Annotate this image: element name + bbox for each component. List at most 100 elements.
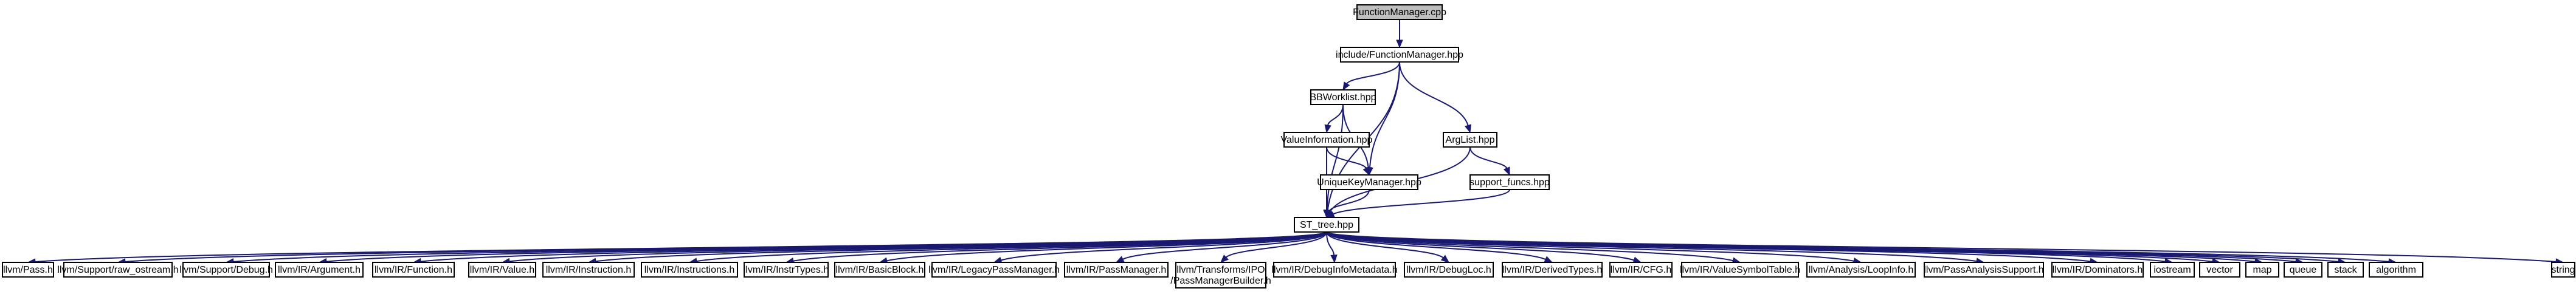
node-label: llvm/IR/DerivedTypes.h <box>1502 265 1603 275</box>
edge-fmh-to-bbw <box>1342 61 1400 91</box>
node-box <box>372 262 455 278</box>
node-box <box>1681 262 1799 278</box>
node-box <box>1320 174 1418 190</box>
node-llvm-ir-value-h[interactable]: llvm/IR/Value.h <box>468 262 536 278</box>
node-box <box>2199 262 2240 278</box>
edge-line <box>1326 231 1546 260</box>
node-label: llvm/IR/Instruction.h <box>546 265 631 275</box>
edge-line <box>1346 61 1400 84</box>
edges-layer <box>27 19 2564 265</box>
node-label: llvm/Pass.h <box>3 265 53 275</box>
node-label: llvm/IR/CFG.h <box>1611 265 1671 275</box>
node-box <box>2327 262 2364 278</box>
node-label: llvm/IR/ValueSymbolTable.h <box>1680 265 1800 275</box>
node-label: llvm/IR/LegacyPassManager.h <box>928 265 1060 275</box>
node-llvm-analysis-loopinfo-h[interactable]: llvm/Analysis/LoopInfo.h <box>1806 262 1916 278</box>
edge-st-to-l22 <box>1326 231 2221 265</box>
node-llvm-ir-valuesymboltable-h[interactable]: llvm/IR/ValueSymbolTable.h <box>1680 262 1800 278</box>
node-llvm-ir-instrtypes-h[interactable]: llvm/IR/InstrTypes.h <box>744 262 829 278</box>
node-valueinformation-hpp[interactable]: ValueInformation.hpp <box>1281 132 1373 148</box>
node-include-functionmanager-hpp[interactable]: include/FunctionManager.hpp <box>1336 47 1463 63</box>
node-box <box>2051 262 2144 278</box>
node-box <box>1273 262 1396 278</box>
node-box <box>2245 262 2279 278</box>
node-iostream[interactable]: iostream <box>2150 262 2195 278</box>
node-llvm-ir-debuginfometadata-h[interactable]: llvm/IR/DebugInfoMetadata.h <box>1271 262 1398 278</box>
node-llvm-ir-function-h[interactable]: llvm/IR/Function.h <box>372 262 455 278</box>
edge-line <box>1327 104 1344 126</box>
node-llvm-ir-argument-h[interactable]: llvm/IR/Argument.h <box>275 262 364 278</box>
edge-line <box>1326 231 2557 263</box>
node-box <box>1924 262 2044 278</box>
edge-fmh-to-arg <box>1399 61 1471 134</box>
node-llvm-ir-dominators-h[interactable]: llvm/IR/Dominators.h <box>2051 262 2144 278</box>
edge-vinfo-to-ukm <box>1326 146 1370 176</box>
arrow-head <box>1396 39 1403 49</box>
arrow-head <box>1503 166 1510 176</box>
node-string[interactable]: string <box>2551 262 2575 278</box>
node-label: llvm/IR/Argument.h <box>278 265 361 275</box>
node-arglist-hpp[interactable]: ArgList.hpp <box>1443 132 1497 148</box>
node-label: llvm/IR/PassManager.h <box>1066 265 1167 275</box>
node-llvm-transforms-ipo-passmanagerbuilder-h[interactable]: llvm/Transforms/IPO/PassManagerBuilder.h <box>1170 262 1271 288</box>
node-box <box>468 262 536 278</box>
node-llvm-ir-basicblock-h[interactable]: llvm/IR/BasicBlock.h <box>834 262 925 278</box>
node-label: llvm/IR/Value.h <box>470 265 534 275</box>
node-vector[interactable]: vector <box>2199 262 2240 278</box>
node-stack[interactable]: stack <box>2327 262 2364 278</box>
node-label: llvm/IR/DebugInfoMetadata.h <box>1271 265 1397 275</box>
node-llvm-ir-debugloc-h[interactable]: llvm/IR/DebugLoc.h <box>1404 262 1494 278</box>
node-label: BBWorklist.hpp <box>1310 92 1376 103</box>
node-box <box>1356 4 1443 20</box>
node-box <box>1340 47 1459 63</box>
node-box <box>1806 262 1916 278</box>
edge-root-to-fmh <box>1396 19 1403 49</box>
node-llvm-passanalysissupport-h[interactable]: llvm/PassAnalysisSupport.h <box>1924 262 2044 278</box>
edge-line <box>1326 146 1367 169</box>
edge-line <box>1333 189 1510 215</box>
edge-line <box>886 231 1327 262</box>
arrow-head <box>1440 254 1450 263</box>
edge-line <box>1326 231 1335 256</box>
node-llvm-ir-cfg-h[interactable]: llvm/IR/CFG.h <box>1609 262 1673 278</box>
node-box <box>1283 132 1370 148</box>
edge-st-to-l12 <box>1220 231 1327 263</box>
node-map[interactable]: map <box>2245 262 2279 278</box>
node-label: string <box>2551 265 2575 275</box>
node-st-tree-hpp[interactable]: ST_tree.hpp <box>1294 217 1359 233</box>
edge-st-to-l23 <box>1326 231 2263 265</box>
edge-line <box>1326 231 1444 259</box>
node-label: iostream <box>2153 265 2191 275</box>
node-llvm-support-debug-h[interactable]: llvm/Support/Debug.h <box>179 262 273 278</box>
edge-line <box>1469 146 1508 169</box>
node-bbworklist-hpp[interactable]: BBWorklist.hpp <box>1310 89 1376 105</box>
edge-st-to-l24 <box>1326 231 2304 265</box>
node-label: llvm/Transforms/IPO <box>1176 265 1265 275</box>
node-llvm-ir-passmanager-h[interactable]: llvm/IR/PassManager.h <box>1064 262 1169 278</box>
node-algorithm[interactable]: algorithm <box>2369 262 2423 278</box>
node-box <box>1443 132 1497 148</box>
node-llvm-pass-h[interactable]: llvm/Pass.h <box>2 262 54 278</box>
node-box <box>1294 217 1359 233</box>
node-uniquekeymanager-hpp[interactable]: UniqueKeyManager.hpp <box>1317 174 1421 190</box>
edge-line <box>1326 104 1344 211</box>
node-label: algorithm <box>2376 265 2416 275</box>
node-label: llvm/Support/raw_ostream.h <box>57 265 178 275</box>
node-llvm-ir-instructions-h[interactable]: llvm/IR/Instructions.h <box>641 262 738 278</box>
node-llvm-support-raw-ostream-h[interactable]: llvm/Support/raw_ostream.h <box>57 262 179 278</box>
node-llvm-ir-derivedtypes-h[interactable]: llvm/IR/DerivedTypes.h <box>1502 262 1603 278</box>
node-box <box>275 262 364 278</box>
node-box <box>2150 262 2195 278</box>
node-llvm-ir-instruction-h[interactable]: llvm/IR/Instruction.h <box>542 262 635 278</box>
node-box <box>931 262 1057 278</box>
arrow-head <box>1544 256 1553 263</box>
node-queue[interactable]: queue <box>2284 262 2322 278</box>
node-label: include/FunctionManager.hpp <box>1336 50 1463 60</box>
node-llvm-ir-legacypassmanager-h[interactable]: llvm/IR/LegacyPassManager.h <box>928 262 1060 278</box>
node-box <box>2 262 54 278</box>
node-box <box>1064 262 1169 278</box>
node-label: llvm/IR/Instructions.h <box>644 265 734 275</box>
edge-line <box>1369 61 1400 168</box>
edge-st-to-l13 <box>1326 231 1338 264</box>
node-support-funcs-hpp[interactable]: support_funcs.hpp <box>1469 174 1550 190</box>
